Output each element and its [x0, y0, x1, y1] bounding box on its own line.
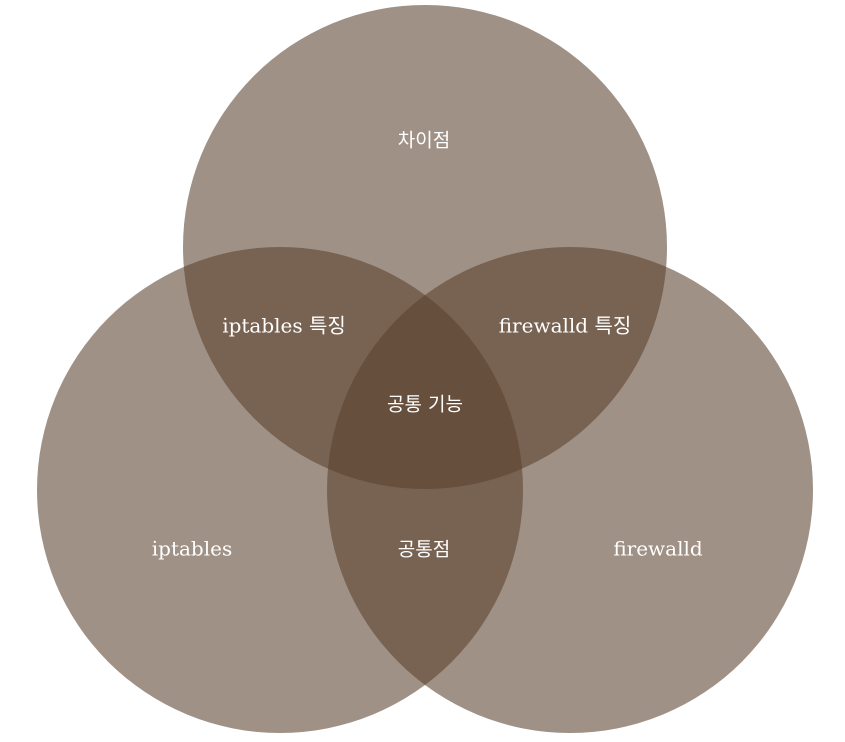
- label-differences: 차이점: [398, 130, 450, 152]
- circle-right-firewalld: [327, 247, 813, 733]
- label-iptables: iptables: [152, 537, 232, 561]
- label-commonalities: 공통점: [398, 539, 450, 561]
- label-firewalld: firewalld: [613, 537, 703, 561]
- label-iptables-features: iptables 특징: [222, 314, 346, 338]
- label-common-functions: 공통 기능: [387, 394, 463, 416]
- label-firewalld-features: firewalld 특징: [499, 314, 632, 338]
